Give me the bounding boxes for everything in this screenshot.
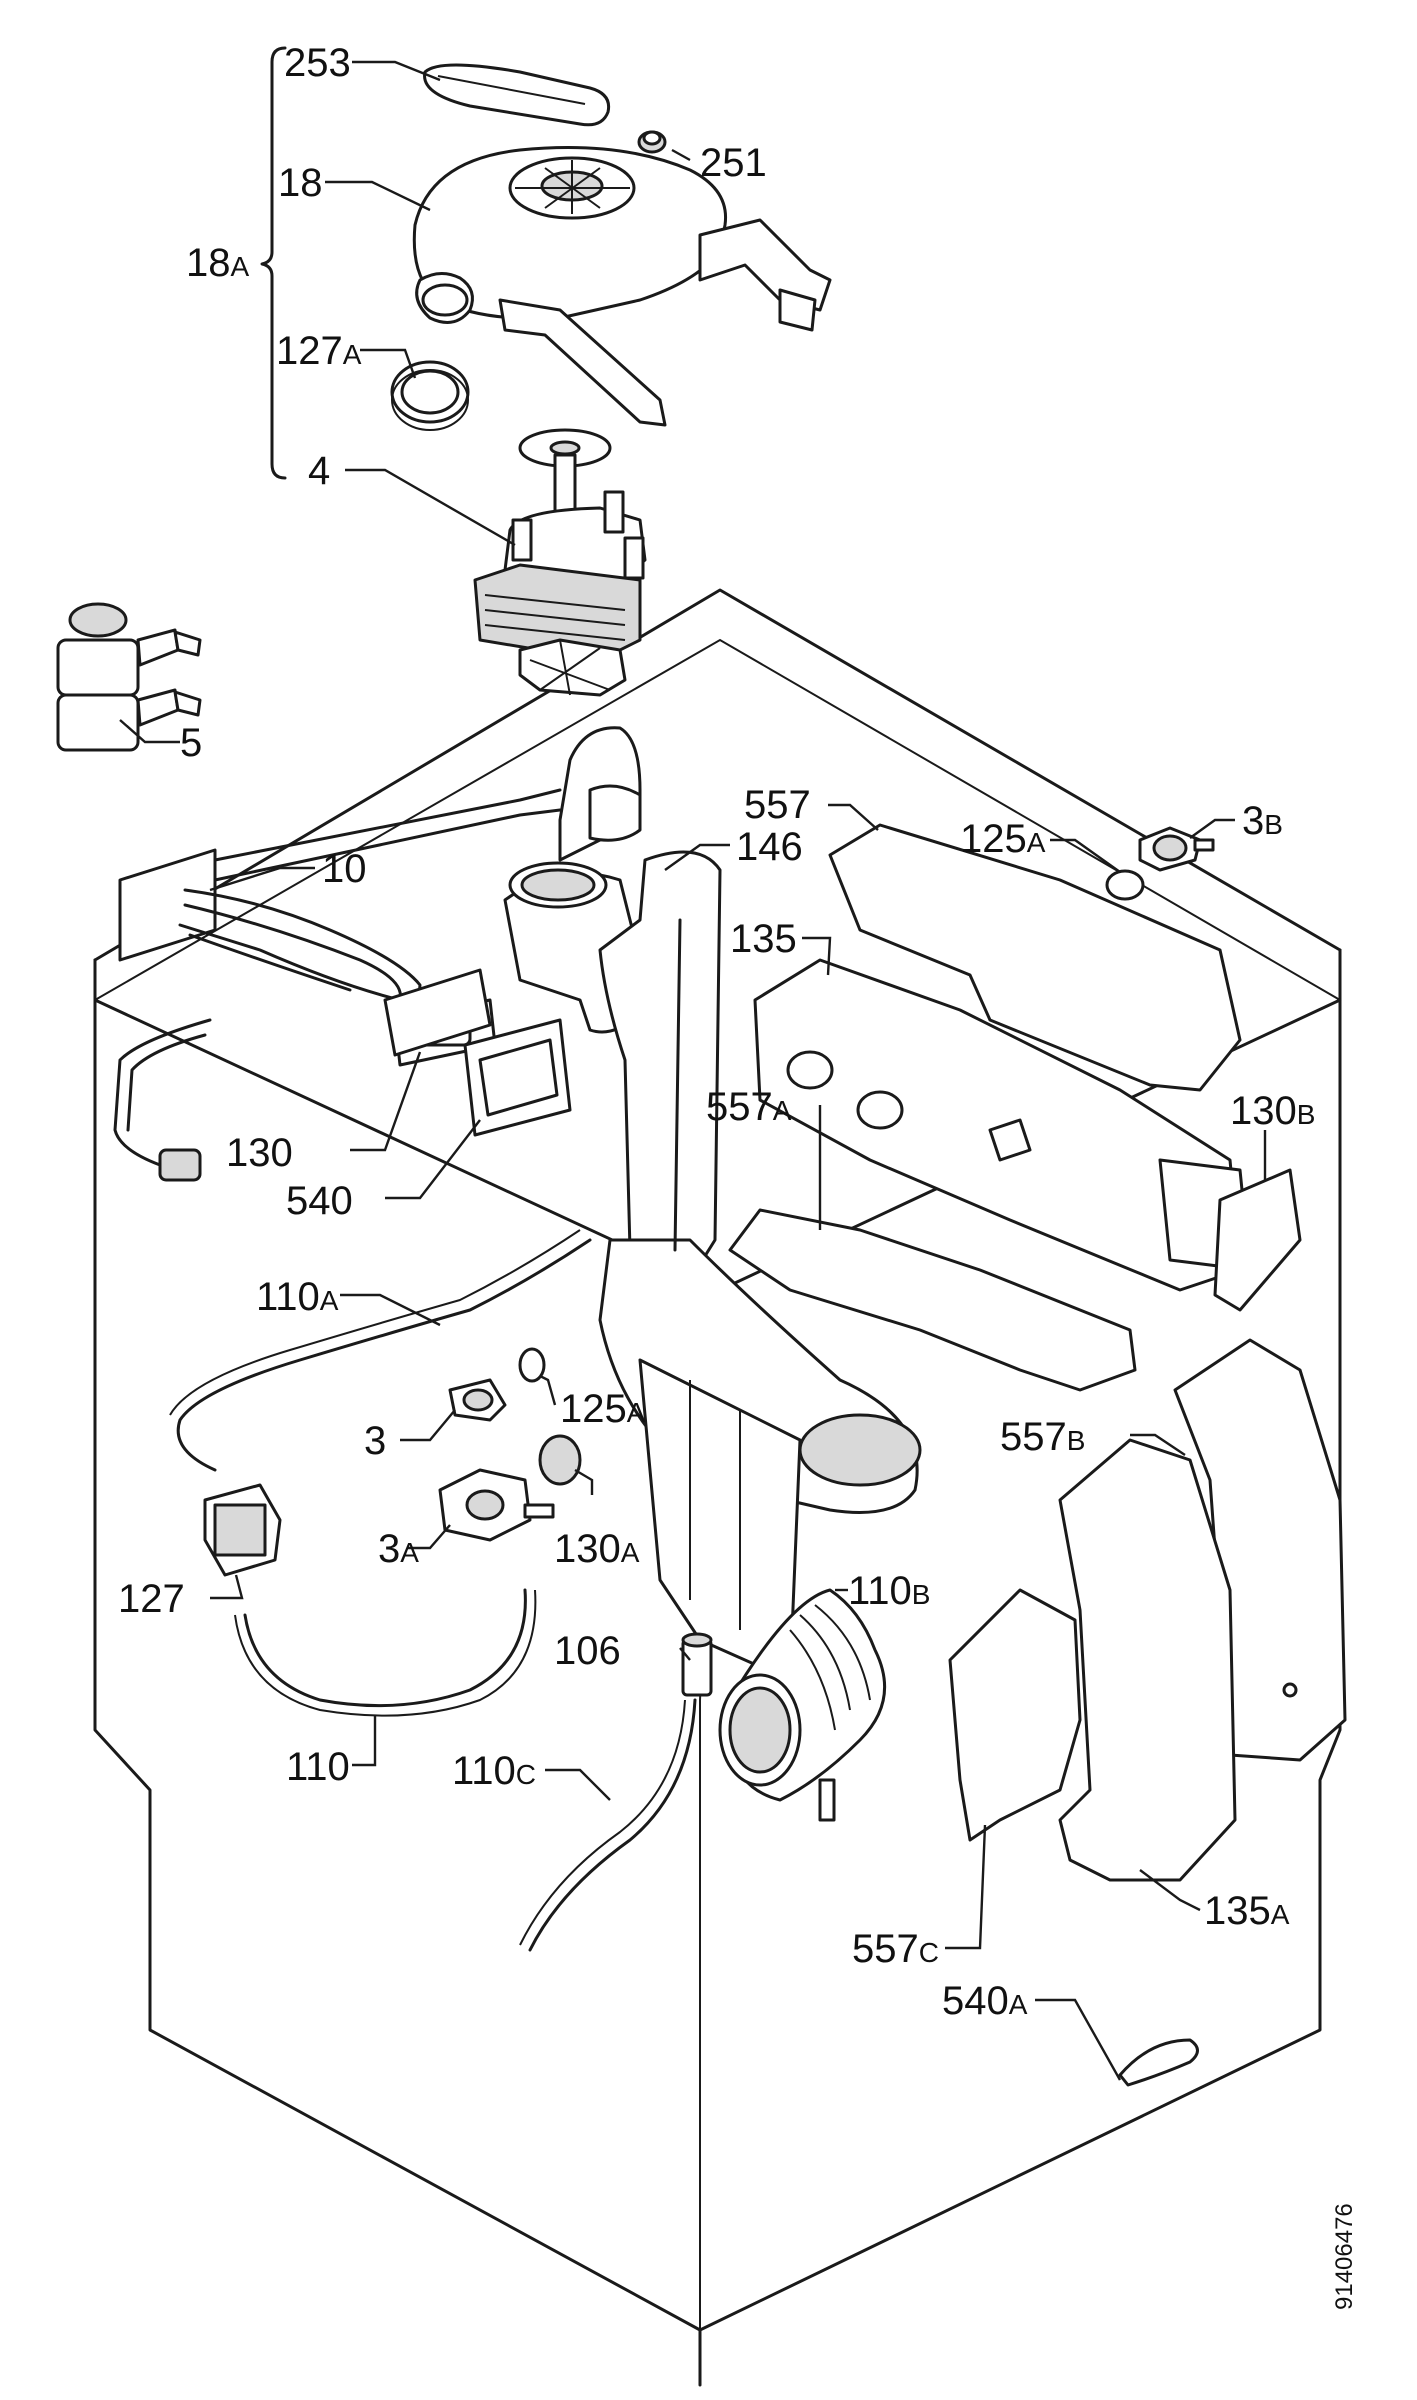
water-valve-5 <box>56 602 202 752</box>
connector-106 <box>681 1632 713 1697</box>
label-110b: 110B <box>848 1569 930 1613</box>
fan-housing-18 <box>412 146 832 427</box>
label-127a: 127A <box>276 329 362 373</box>
hose-110a <box>176 1238 592 1472</box>
duct-135a <box>1058 1438 1237 1882</box>
label-18: 18 <box>278 161 323 205</box>
pressure-switch-127 <box>203 1483 282 1577</box>
cover-557 <box>828 823 1242 1092</box>
cover-557c <box>948 1588 1082 1842</box>
hose-110c <box>528 1698 697 1952</box>
label-106: 106 <box>554 1629 621 1673</box>
gasket-130b <box>1213 1168 1302 1312</box>
label-130b: 130B <box>1230 1089 1315 1133</box>
thermostat-3b <box>1138 826 1215 872</box>
label-10: 10 <box>322 847 367 891</box>
document-number: 91406476 <box>1331 2203 1358 2310</box>
seal-ring-127a <box>390 360 470 431</box>
label-125a-mid: 125A <box>560 1387 646 1431</box>
label-3b: 3B <box>1242 799 1283 843</box>
label-135: 135 <box>730 917 797 961</box>
label-130: 130 <box>226 1131 293 1175</box>
label-557a: 557A <box>706 1085 792 1129</box>
gasket-130 <box>383 968 492 1057</box>
label-110c: 110C <box>452 1749 536 1793</box>
clip-540a <box>1118 2038 1199 2087</box>
thermostat-3 <box>448 1378 507 1422</box>
label-146: 146 <box>736 825 803 869</box>
label-110a: 110A <box>256 1275 339 1319</box>
label-125a-top: 125A <box>960 817 1046 861</box>
label-18a: 18A <box>186 241 250 285</box>
label-557c: 557C <box>852 1927 939 1971</box>
label-127: 127 <box>118 1577 185 1621</box>
label-135a: 135A <box>1204 1889 1290 1933</box>
cabinet-outline <box>93 588 1342 2387</box>
duct-146 <box>503 726 922 1682</box>
seal-130a <box>538 1434 582 1486</box>
hose-110 <box>243 1588 527 1708</box>
label-5: 5 <box>180 721 202 765</box>
thermostat-3a <box>438 1468 555 1542</box>
ring-251 <box>637 130 667 154</box>
belt-253 <box>423 63 611 127</box>
o-ring-125a-top <box>1105 869 1145 901</box>
leader-lines <box>119 60 1267 2081</box>
label-557: 557 <box>744 783 811 827</box>
group-bracket-18a <box>260 46 287 480</box>
callout-labels: 253 251 18 18A 127A 4 5 10 146 557 125A … <box>118 41 1315 2023</box>
label-253: 253 <box>284 41 351 85</box>
label-3a: 3A <box>378 1527 419 1571</box>
label-540a: 540A <box>942 1979 1028 2023</box>
bellows-110b <box>718 1588 887 1822</box>
cover-557a <box>728 1208 1137 1392</box>
clamp-540 <box>463 1018 572 1137</box>
label-3: 3 <box>364 1419 386 1463</box>
o-ring-125a-mid <box>518 1347 546 1383</box>
label-110: 110 <box>286 1745 350 1789</box>
motor-4 <box>473 428 647 697</box>
label-4: 4 <box>308 449 330 493</box>
label-130a: 130A <box>554 1527 640 1571</box>
label-557b: 557B <box>1000 1415 1085 1459</box>
label-540: 540 <box>286 1179 353 1223</box>
label-251: 251 <box>700 141 767 185</box>
